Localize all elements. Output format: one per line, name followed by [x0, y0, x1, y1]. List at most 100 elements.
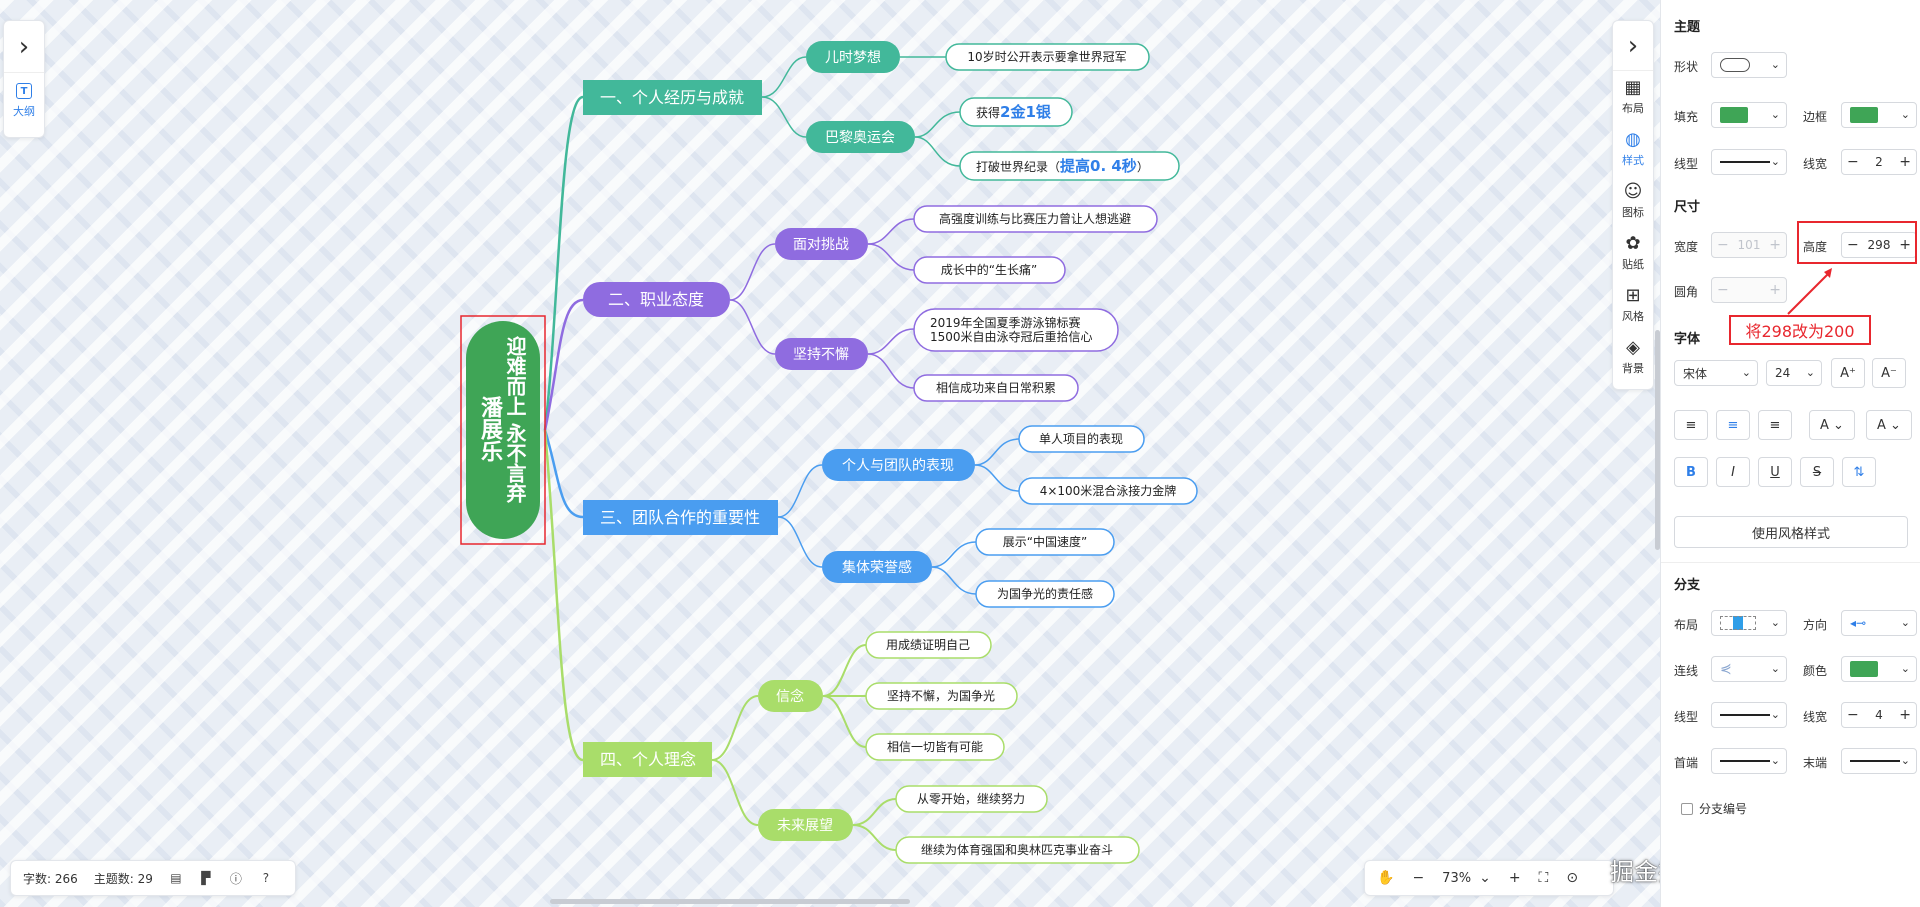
minimap-icon[interactable]: ▛: [201, 871, 211, 885]
branch-layout-select[interactable]: ⌄: [1711, 610, 1787, 636]
toolbar-layout[interactable]: ▦ 布局: [1613, 71, 1653, 123]
capsule-shape-icon: [1720, 58, 1750, 72]
outline-button[interactable]: T 大纲: [4, 73, 44, 119]
branch-node-3[interactable]: [583, 500, 778, 535]
subtopic-node[interactable]: [822, 551, 932, 583]
subtopic-node[interactable]: [775, 338, 868, 370]
bold-button[interactable]: B: [1674, 457, 1708, 487]
collapse-panel-button[interactable]: ›: [1613, 21, 1653, 71]
horizontal-scrollbar[interactable]: [550, 899, 910, 904]
branch-node-4[interactable]: [583, 742, 712, 777]
line-width-stepper[interactable]: − 2 +: [1841, 149, 1917, 175]
leaf-node[interactable]: [913, 205, 1158, 233]
leaf-node[interactable]: [913, 374, 1079, 402]
increment-button[interactable]: +: [1899, 707, 1911, 723]
start-cap-select[interactable]: ⌄: [1711, 748, 1787, 774]
leaf-node[interactable]: [865, 682, 1018, 710]
subtopic-node[interactable]: [822, 449, 975, 481]
underline-button[interactable]: U: [1758, 457, 1792, 487]
decrement-button[interactable]: −: [1847, 237, 1859, 253]
leaf-node[interactable]: [1018, 425, 1145, 453]
mindmap-canvas[interactable]: 迎难而上 永不言弃 潘展乐 一、个人经历与成就 二、职业态度 三、团队合作的重要…: [0, 0, 1660, 907]
branch-line-width-stepper[interactable]: − 4 +: [1841, 702, 1917, 728]
shape-select[interactable]: ⌄: [1711, 52, 1787, 78]
branch-node-1[interactable]: [583, 80, 762, 115]
hand-icon[interactable]: ✋: [1377, 870, 1395, 886]
chevron-down-icon[interactable]: ⌄: [1479, 870, 1491, 886]
leaf-node[interactable]: [865, 631, 992, 659]
branch-color-label: 颜色: [1803, 664, 1828, 678]
info-icon[interactable]: ⓘ: [229, 871, 242, 886]
strikethrough-button[interactable]: S: [1800, 457, 1834, 487]
increase-font-button[interactable]: A⁺: [1831, 358, 1865, 388]
vertical-scrollbar[interactable]: [1655, 330, 1660, 550]
leaf-node[interactable]: [1018, 477, 1198, 505]
subtopic-node[interactable]: [758, 680, 823, 712]
connector-select[interactable]: ⋞ ⌄: [1711, 656, 1787, 682]
align-right-button[interactable]: ≡: [1758, 410, 1792, 440]
leaf-node[interactable]: [865, 733, 1005, 761]
leaf-node[interactable]: [895, 785, 1048, 813]
font-size-select[interactable]: 24 ⌄: [1766, 360, 1822, 386]
subtopic-label: 未来展望: [777, 818, 833, 834]
fit-screen-icon[interactable]: ⛶: [1538, 870, 1549, 886]
branch-numbering-checkbox[interactable]: [1681, 802, 1693, 815]
align-left-button[interactable]: ≡: [1674, 410, 1708, 440]
font-color-select[interactable]: A ⌄: [1809, 410, 1855, 440]
leaf-node[interactable]: [975, 528, 1115, 556]
end-cap-select[interactable]: ⌄: [1841, 748, 1917, 774]
branch-line-type-select[interactable]: ⌄: [1711, 702, 1787, 728]
text-direction-button[interactable]: ⇅: [1842, 457, 1876, 487]
toolbar-theme[interactable]: ⊞ 风格: [1613, 279, 1653, 331]
apply-style-button[interactable]: 使用风格样式: [1674, 516, 1908, 548]
toolbar-background[interactable]: ◈ 背景: [1613, 331, 1653, 383]
zoom-out-button[interactable]: −: [1412, 870, 1425, 886]
leaf-node[interactable]: [945, 43, 1150, 71]
toolbar-style[interactable]: ◍ 样式: [1613, 123, 1653, 175]
line-type-select[interactable]: ⌄: [1711, 149, 1787, 175]
subtopic-node[interactable]: [806, 121, 915, 153]
font-family-select[interactable]: 宋体 ⌄: [1674, 360, 1758, 386]
leaf-node[interactable]: [913, 256, 1066, 284]
toolbar-sticker[interactable]: ✿ 贴纸: [1613, 227, 1653, 279]
help-icon[interactable]: ?: [262, 871, 270, 885]
branch-line-type-label: 线型: [1674, 710, 1699, 724]
expand-left-button[interactable]: ›: [4, 21, 44, 73]
connector: [711, 695, 759, 761]
mindmap-diagram[interactable]: 迎难而上 永不言弃 潘展乐 一、个人经历与成就 二、职业态度 三、团队合作的重要…: [0, 0, 1660, 907]
increment-button[interactable]: +: [1899, 154, 1911, 170]
leaf-node[interactable]: [895, 836, 1140, 864]
zoom-in-button[interactable]: +: [1508, 870, 1521, 886]
branch-line-width-value[interactable]: 4: [1875, 708, 1883, 722]
leaf-node[interactable]: [913, 308, 1119, 352]
branch-node-2[interactable]: [583, 282, 730, 317]
fill-color-select[interactable]: ⌄: [1711, 102, 1787, 128]
zoom-level[interactable]: 73%: [1442, 870, 1472, 886]
italic-button[interactable]: I: [1716, 457, 1750, 487]
align-center-button[interactable]: ≡: [1716, 410, 1750, 440]
branch-color-select[interactable]: ⌄: [1841, 656, 1917, 682]
leaf-node[interactable]: [975, 580, 1115, 608]
leaf-label: 为国争光的责任感: [997, 586, 1093, 601]
highlight-color-select[interactable]: A ⌄: [1866, 410, 1912, 440]
leaf-node[interactable]: [959, 97, 1073, 127]
decrease-font-button[interactable]: A⁻: [1872, 358, 1906, 388]
toolbar-icon[interactable]: ☺ 图标: [1613, 175, 1653, 227]
branch-numbering-row[interactable]: 分支编号: [1681, 800, 1747, 817]
subtopic-node[interactable]: [775, 228, 868, 260]
border-color-select[interactable]: ⌄: [1841, 102, 1917, 128]
decrement-button[interactable]: −: [1847, 707, 1859, 723]
locate-icon[interactable]: ⊙: [1566, 870, 1579, 886]
height-value[interactable]: 298: [1867, 238, 1891, 252]
direction-select[interactable]: ◂⊸ ⌄: [1841, 610, 1917, 636]
line-width-value[interactable]: 2: [1875, 155, 1883, 169]
increment-button[interactable]: +: [1899, 237, 1911, 253]
subtopic-node[interactable]: [758, 809, 853, 841]
right-toolbar: › ▦ 布局 ◍ 样式 ☺ 图标 ✿ 贴纸 ⊞ 风格 ◈ 背景: [1612, 20, 1654, 390]
section-font-title: 字体: [1674, 332, 1701, 347]
decrement-button[interactable]: −: [1847, 154, 1859, 170]
subtopic-node[interactable]: [806, 41, 900, 73]
leaf-node[interactable]: [959, 151, 1180, 181]
keyboard-icon[interactable]: ▤: [170, 871, 182, 885]
root-node[interactable]: [466, 321, 540, 539]
